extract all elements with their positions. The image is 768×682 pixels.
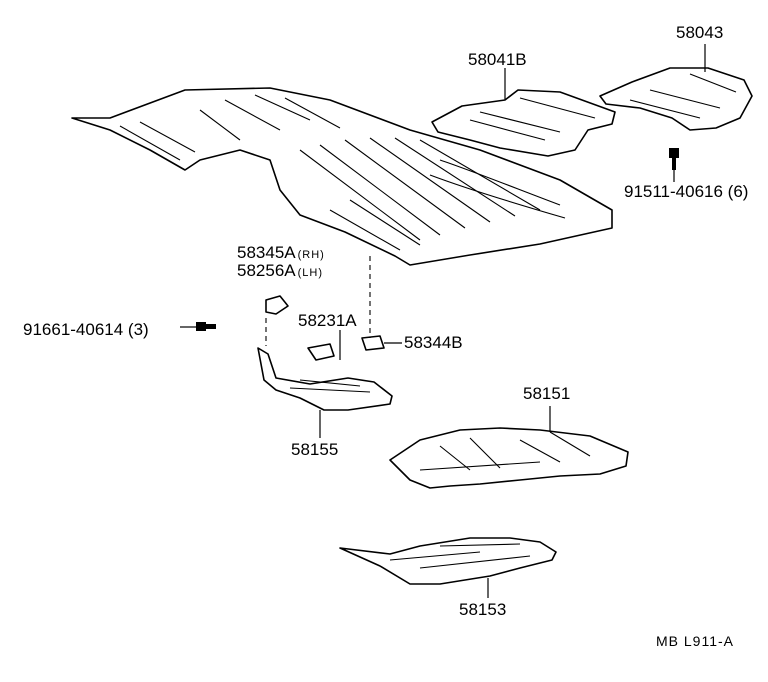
label-91511: 91511-40616 (6) xyxy=(624,182,749,201)
panel-58151 xyxy=(389,427,629,489)
label-58155: 58155 xyxy=(291,440,339,459)
floor-pan-main xyxy=(71,87,613,266)
bracket-58345a-icon xyxy=(265,295,289,315)
clip-58231a-icon xyxy=(307,343,335,361)
label-58344b: 58344B xyxy=(404,333,463,352)
panel-58041b xyxy=(431,89,616,157)
label-58151: 58151 xyxy=(523,384,571,403)
bolt-91661-icon xyxy=(180,322,216,331)
panel-58155 xyxy=(257,347,393,411)
label-58345a: 58345A(RH) xyxy=(237,244,325,264)
clip-58344b-icon xyxy=(361,335,385,351)
label-58256a: 58256A(LH) xyxy=(237,262,323,282)
reference-code: MB L911-A xyxy=(656,633,734,649)
label-58231a: 58231A xyxy=(298,311,357,330)
panel-58043 xyxy=(599,67,753,131)
leader-lines xyxy=(265,44,706,598)
label-58153: 58153 xyxy=(459,600,507,619)
panel-58153 xyxy=(339,537,557,585)
label-58256a-side: (LH) xyxy=(297,267,324,279)
label-91661: 91661-40614 (3) xyxy=(23,320,149,339)
label-58345a-number: 58345A xyxy=(237,243,296,262)
label-58041b: 58041B xyxy=(468,50,527,69)
label-58256a-number: 58256A xyxy=(237,261,296,280)
label-58345a-side: (RH) xyxy=(297,249,325,261)
label-58043: 58043 xyxy=(676,23,724,42)
bolt-91511-icon xyxy=(669,148,679,170)
